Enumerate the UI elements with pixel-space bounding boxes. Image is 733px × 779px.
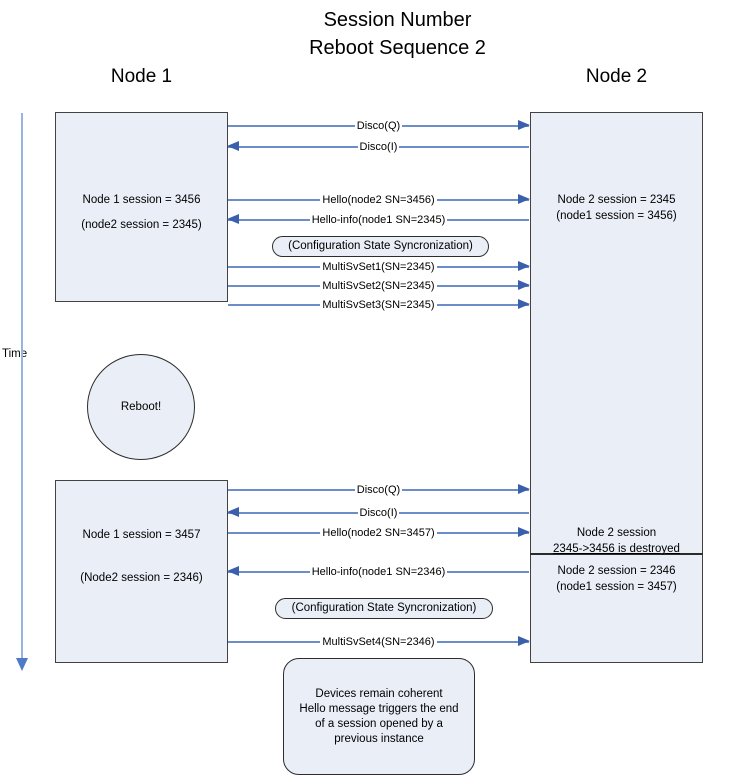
- node1-lifeline-box-top: [55, 112, 228, 302]
- note-line3: of a session opened by a: [315, 717, 443, 730]
- diagram-title-line1: Session Number: [323, 9, 472, 31]
- node2-session1-text: Node 2 session = 2345 (node1 session = 3…: [530, 192, 703, 224]
- arrowhead-right-icon: [518, 527, 530, 537]
- message-label: MultiSvSet3(SN=2345): [320, 299, 437, 311]
- arrowhead-right-icon: [518, 261, 530, 271]
- reboot-circle: Reboot!: [87, 354, 195, 460]
- node1-bottom-session-text: Node 1 session = 3457: [82, 529, 201, 541]
- node2-destroyed-line1: Node 2 session: [576, 527, 657, 539]
- node2-session-destroyed-text: Node 2 session 2345->3456 is destroyed: [530, 525, 703, 557]
- arrowhead-right-icon: [518, 484, 530, 494]
- node2-session2-line1: Node 2 session = 2346: [557, 565, 676, 577]
- message-label: Hello(node2 SN=3456): [320, 194, 437, 206]
- node1-top-session-text: Node 1 session = 3456: [82, 194, 201, 206]
- time-axis-line: [21, 113, 23, 659]
- node2-session2-line2: (node1 session = 3457): [556, 581, 677, 593]
- message-label: Hello-info(node1 SN=2345): [309, 214, 448, 226]
- message-label: Disco(I): [357, 507, 400, 519]
- node1-lifeline-box-bottom: [55, 480, 228, 663]
- diagram-title-line2: Reboot Sequence 2: [309, 37, 486, 59]
- arrowhead-right-icon: [518, 299, 530, 309]
- arrowhead-left-icon: [227, 566, 239, 576]
- message-label: Disco(Q): [354, 484, 403, 496]
- message-label: MultiSvSet2(SN=2345): [320, 280, 437, 292]
- config-sync-oval-2: (Configuration State Syncronization): [275, 598, 493, 619]
- note-line2: Hello message triggers the end: [299, 702, 459, 715]
- arrowhead-right-icon: [518, 120, 530, 130]
- node2-session2-text: Node 2 session = 2346 (node1 session = 3…: [530, 563, 703, 595]
- node1-bottom-peer-session-text: (Node2 session = 2346): [80, 572, 203, 584]
- node2-session1-line2: (node1 session = 3456): [556, 210, 677, 222]
- node2-session-divider-line: [530, 553, 703, 555]
- node1-heading: Node 1: [110, 66, 173, 87]
- node2-session1-line1: Node 2 session = 2345: [557, 194, 676, 206]
- reboot-label: Reboot!: [120, 401, 162, 413]
- message-label: Disco(Q): [354, 120, 403, 132]
- arrowhead-right-icon: [518, 280, 530, 290]
- node2-destroyed-line2: 2345->3456 is destroyed: [553, 543, 680, 555]
- node1-top-peer-session-text: (node2 session = 2345): [81, 219, 202, 231]
- node2-heading: Node 2: [585, 66, 648, 87]
- arrowhead-left-icon: [227, 214, 239, 224]
- arrowhead-right-icon: [518, 636, 530, 646]
- message-label: MultiSvSet1(SN=2345): [320, 261, 437, 273]
- message-label: Disco(I): [357, 141, 400, 153]
- note-line4: previous instance: [334, 732, 424, 745]
- message-label: Hello-info(node1 SN=2346): [309, 566, 448, 578]
- time-axis-arrowhead-icon: [16, 658, 28, 671]
- arrowhead-left-icon: [227, 507, 239, 517]
- arrowhead-right-icon: [518, 194, 530, 204]
- arrowhead-left-icon: [227, 141, 239, 151]
- diagram-title: Session Number Reboot Sequence 2: [230, 6, 565, 62]
- message-label: MultiSvSet4(SN=2346): [320, 636, 437, 648]
- note-box: Devices remain coherent Hello message tr…: [283, 658, 475, 775]
- config-sync-oval-1: (Configuration State Syncronization): [272, 236, 489, 257]
- node2-lifeline-box: [530, 112, 703, 663]
- time-axis-label: Time: [2, 348, 28, 360]
- message-label: Hello(node2 SN=3457): [320, 527, 437, 539]
- note-line1: Devices remain coherent: [315, 687, 443, 700]
